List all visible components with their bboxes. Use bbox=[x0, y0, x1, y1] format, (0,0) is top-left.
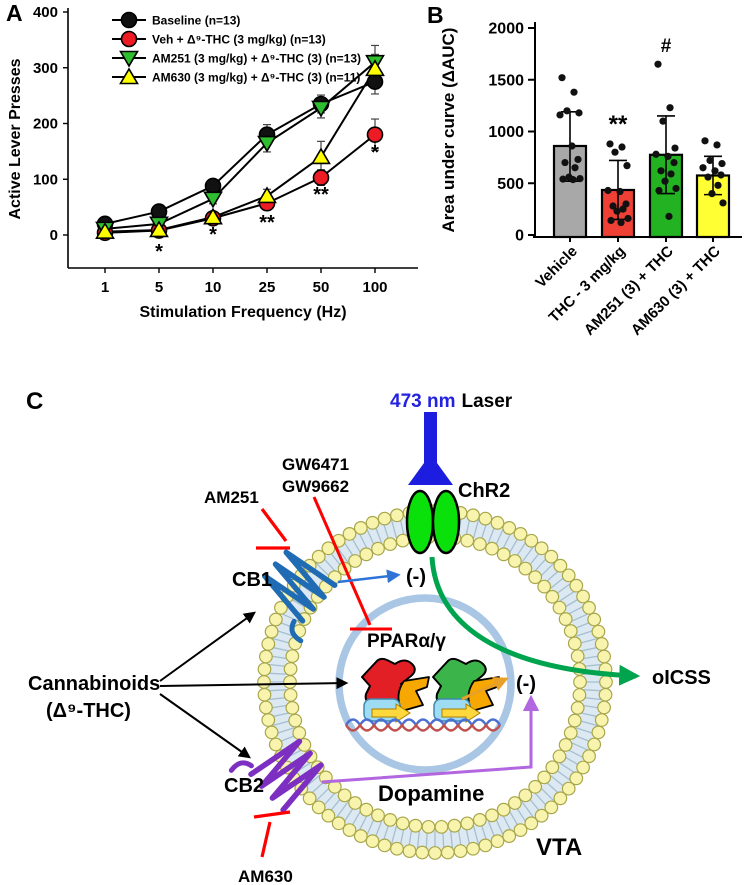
significance-marker: * bbox=[155, 241, 163, 263]
series-0-markers bbox=[96, 73, 384, 233]
error-bars bbox=[101, 118, 379, 235]
svg-text:1500: 1500 bbox=[488, 72, 524, 89]
significance-marker: * bbox=[371, 142, 379, 164]
legend-item-0: Baseline (n=13) bbox=[112, 11, 240, 29]
cb1-label: CB1 bbox=[232, 569, 272, 591]
oicss-label: oICSS bbox=[652, 667, 711, 689]
panel-c-label: C bbox=[26, 388, 44, 415]
laser-word-text: Laser bbox=[461, 391, 512, 412]
svg-text:500: 500 bbox=[497, 176, 524, 193]
panel-b-label: B bbox=[427, 2, 444, 28]
significance-marker: # bbox=[661, 36, 672, 57]
am251-label: AM251 bbox=[204, 488, 259, 507]
svg-text:Vehicle: Vehicle bbox=[532, 243, 581, 292]
dopamine-label: Dopamine bbox=[378, 781, 484, 806]
svg-text:2000: 2000 bbox=[488, 21, 524, 38]
svg-text:100: 100 bbox=[33, 171, 58, 188]
svg-text:5: 5 bbox=[155, 279, 163, 296]
oicss-output-arrow bbox=[429, 556, 641, 686]
gw6471-label: GW6471 bbox=[282, 455, 349, 474]
am630-label: AM630 bbox=[238, 867, 293, 885]
gw-inhibition-line bbox=[312, 496, 392, 631]
svg-text:300: 300 bbox=[33, 60, 58, 77]
dna-response-elements bbox=[363, 698, 481, 723]
svg-text:1: 1 bbox=[101, 279, 109, 296]
significance-marker: ** bbox=[313, 184, 329, 206]
svg-text:AM630 (3 mg/kg) + Δ⁹-THC (3) (: AM630 (3 mg/kg) + Δ⁹-THC (3) (n=11) bbox=[152, 71, 360, 85]
svg-text:AM630 (3) + THC: AM630 (3) + THC bbox=[628, 243, 724, 339]
legend-item-3: AM630 (3 mg/kg) + Δ⁹-THC (3) (n=11) bbox=[112, 67, 360, 85]
cb2-signal-arrow bbox=[321, 694, 540, 784]
svg-text:AM251 (3 mg/kg) + Δ⁹-THC (3) (: AM251 (3 mg/kg) + Δ⁹-THC (3) (n=13) bbox=[152, 52, 361, 66]
transcription-arrow bbox=[461, 677, 509, 701]
svg-text:100: 100 bbox=[362, 279, 387, 296]
svg-text:Veh + Δ⁹-THC (3 mg/kg) (n=13): Veh + Δ⁹-THC (3 mg/kg) (n=13) bbox=[152, 33, 326, 47]
svg-text:25: 25 bbox=[259, 279, 276, 296]
chr2-channel-icon bbox=[405, 489, 461, 555]
vta-label: VTA bbox=[536, 834, 582, 861]
cell-membrane bbox=[257, 504, 613, 860]
svg-text:400: 400 bbox=[33, 4, 58, 21]
svg-text:0: 0 bbox=[515, 228, 524, 245]
chr2-label: ChR2 bbox=[458, 480, 510, 502]
legend-item-2: AM251 (3 mg/kg) + Δ⁹-THC (3) (n=13) bbox=[112, 50, 361, 68]
significance-marker: ** bbox=[609, 111, 628, 138]
series-1-markers bbox=[96, 126, 384, 242]
series-3-markers bbox=[95, 59, 385, 239]
cannabinoid-arrows bbox=[159, 611, 349, 759]
cb2-receptor-icon bbox=[228, 738, 324, 813]
panel-a-label: A bbox=[6, 0, 23, 26]
thc-label: (Δ⁹-THC) bbox=[46, 700, 131, 722]
cb2-label: CB2 bbox=[224, 775, 264, 797]
svg-text:Active Lever Presses: Active Lever Presses bbox=[7, 58, 24, 219]
am630-inhibition-line bbox=[253, 810, 291, 858]
laser-icon bbox=[408, 412, 453, 485]
cb1-receptor-icon bbox=[262, 549, 338, 644]
svg-text:1000: 1000 bbox=[488, 124, 524, 141]
svg-text:10: 10 bbox=[205, 279, 222, 296]
laser-label: 473 nm Laser bbox=[390, 391, 513, 412]
svg-text:Baseline (n=13): Baseline (n=13) bbox=[152, 14, 240, 28]
negative-sign-chr2: (-) bbox=[406, 566, 426, 588]
negative-sign-dopamine: (-) bbox=[516, 673, 536, 695]
gw9662-label: GW9662 bbox=[282, 477, 349, 496]
dna-strand-icon bbox=[344, 718, 502, 732]
panel-b-bar-chart: 0 500 1000 1500 2000 Area under curve (ΔAUC) V… bbox=[439, 21, 742, 339]
svg-text:200: 200 bbox=[33, 116, 58, 133]
ppar-label: PPARα/γ bbox=[367, 631, 446, 652]
svg-text:0: 0 bbox=[50, 227, 58, 244]
svg-text:Area under curve (ΔAUC): Area under curve (ΔAUC) bbox=[439, 28, 458, 233]
laser-wavelength-text: 473 nm bbox=[390, 391, 455, 412]
am251-inhibition-line bbox=[256, 508, 290, 550]
legend-item-1: Veh + Δ⁹-THC (3 mg/kg) (n=13) bbox=[112, 30, 326, 48]
svg-text:50: 50 bbox=[313, 279, 330, 296]
panel-c-diagram: 473 nm Laser ChR2 oICSS GW6471 GW9662 AM2… bbox=[28, 391, 711, 885]
significance-marker: ** bbox=[259, 212, 275, 234]
svg-text:Stimulation Frequency (Hz): Stimulation Frequency (Hz) bbox=[139, 304, 346, 321]
cannabinoids-label: Cannabinoids bbox=[28, 673, 160, 695]
cb1-inhibit-chr2-arrow bbox=[337, 569, 401, 584]
bar-0: Vehicle bbox=[532, 74, 588, 292]
significance-marker: * bbox=[209, 224, 217, 246]
